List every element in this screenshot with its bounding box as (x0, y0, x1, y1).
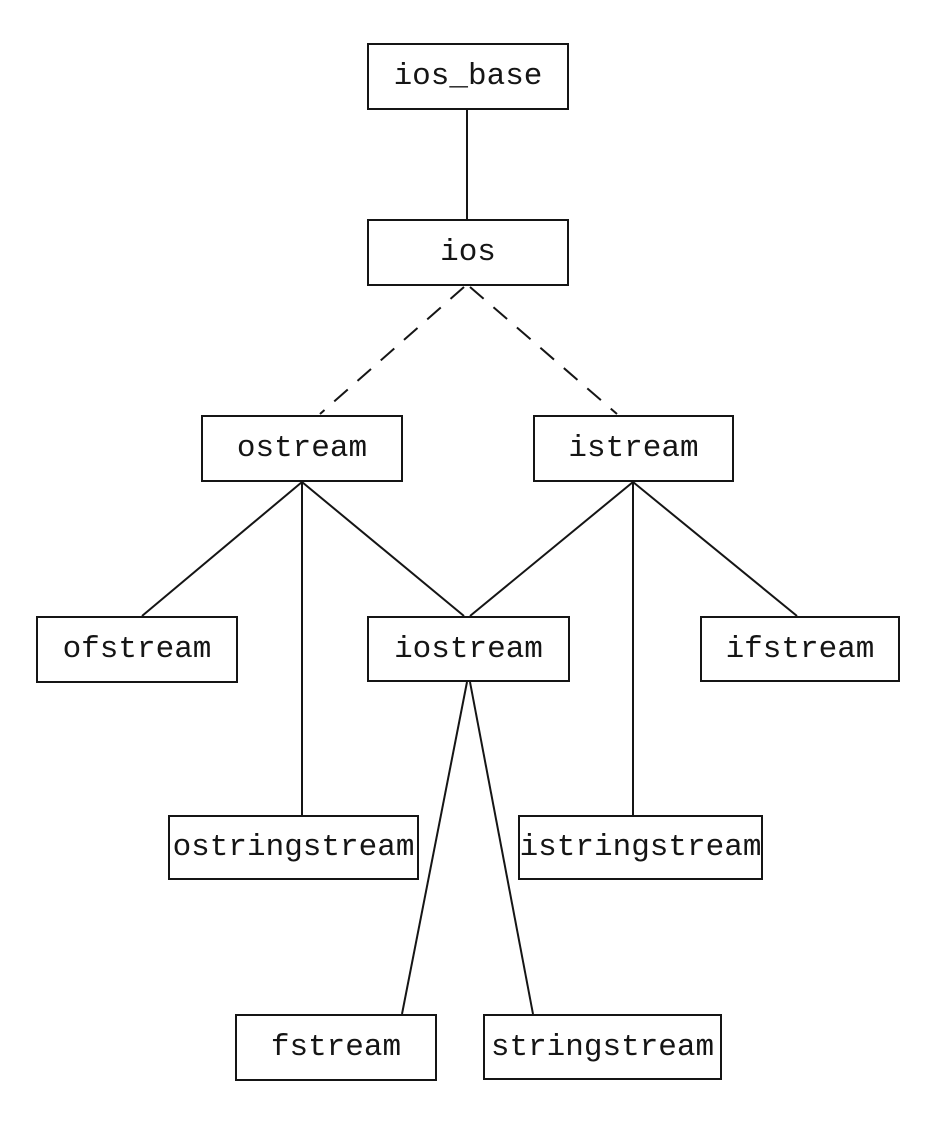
edge-ios-istream (469, 286, 618, 415)
node-fstream: fstream (235, 1014, 437, 1081)
edge-ostream-iostream (301, 481, 465, 617)
node-iostream: iostream (367, 616, 570, 682)
node-istringstream-label: istringstream (519, 830, 762, 865)
edge-ostream-ofstream (141, 481, 303, 617)
node-ios-base-label: ios_base (393, 59, 543, 94)
node-ostream: ostream (201, 415, 403, 482)
edge-istream-iostream (469, 481, 634, 617)
node-ios-base: ios_base (367, 43, 569, 110)
node-ifstream-label: ifstream (725, 631, 875, 667)
node-ios: ios (367, 219, 569, 286)
edge-iostream-stringstream (469, 681, 534, 1015)
node-istringstream: istringstream (518, 815, 763, 880)
node-ostringstream: ostringstream (168, 815, 419, 880)
node-fstream-label: fstream (270, 1030, 402, 1065)
node-iostream-label: iostream (394, 631, 543, 667)
node-stringstream: stringstream (483, 1014, 722, 1080)
node-ifstream: ifstream (700, 616, 900, 682)
node-stringstream-label: stringstream (490, 1029, 715, 1065)
node-ostream-label: ostream (236, 431, 368, 466)
edge-ios-ostream (319, 286, 465, 415)
edge-iostream-fstream (401, 681, 468, 1015)
edge-istream-ifstream (632, 481, 798, 617)
node-ios-label: ios (440, 235, 496, 270)
node-istream: istream (533, 415, 734, 482)
node-ofstream-label: ofstream (62, 632, 212, 667)
node-ostringstream-label: ostringstream (172, 830, 415, 865)
node-istream-label: istream (568, 431, 699, 466)
node-ofstream: ofstream (36, 616, 238, 683)
